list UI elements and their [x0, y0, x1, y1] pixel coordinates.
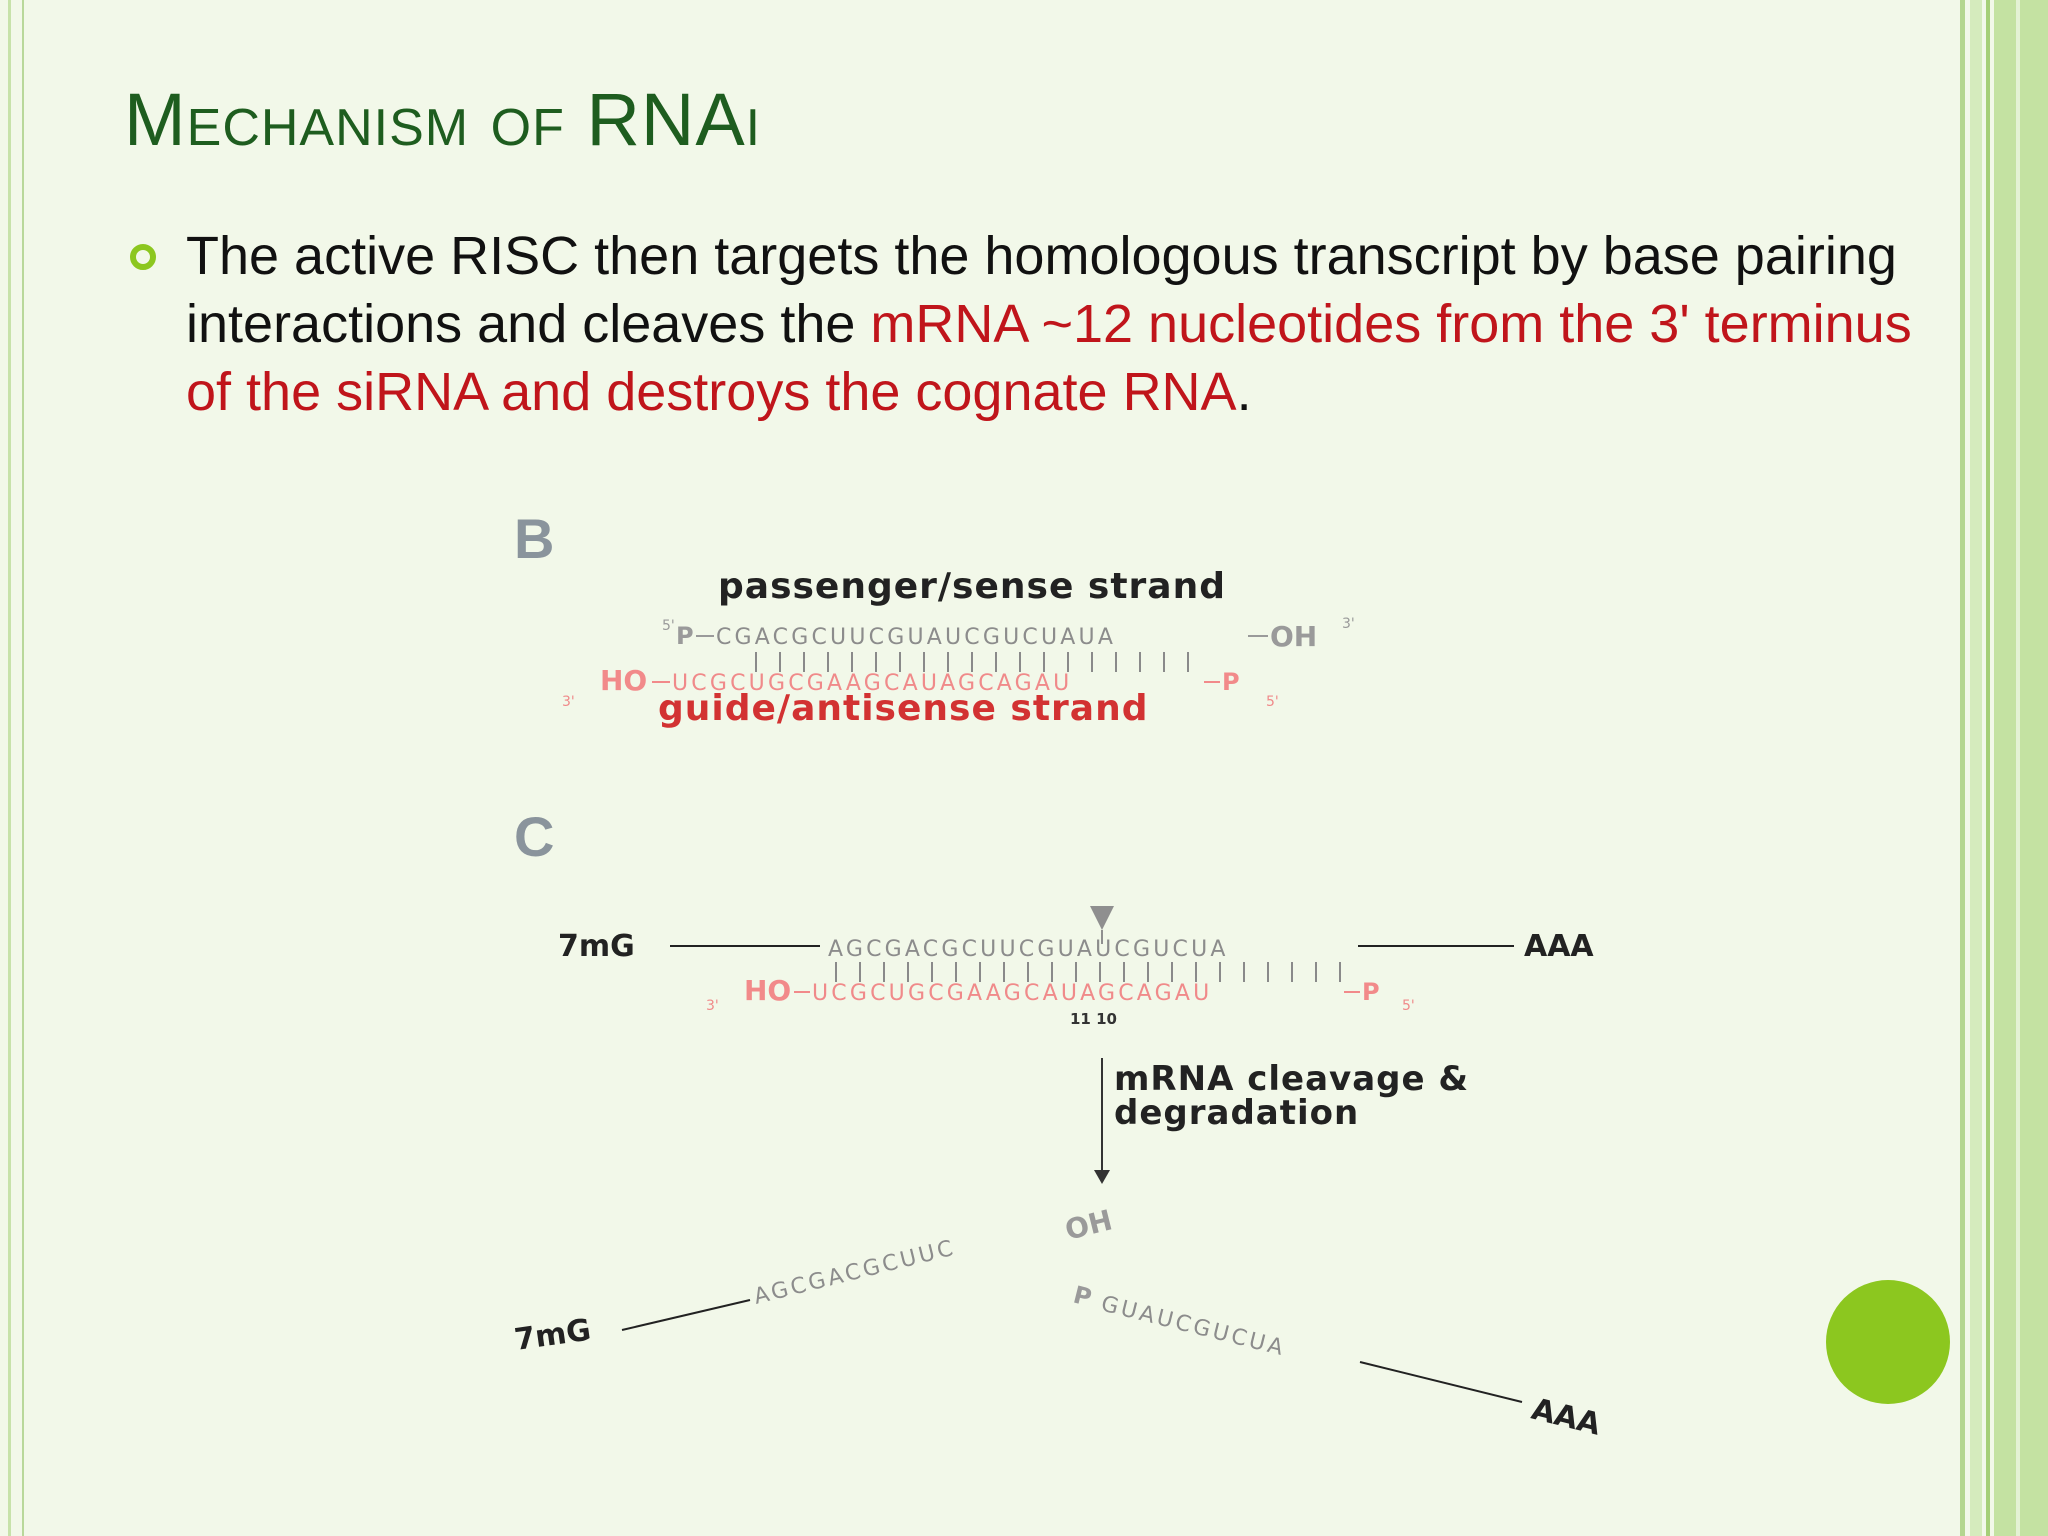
guide-5prime: 5': [1266, 694, 1279, 710]
guide-sequence: UCGCUGCGAAGCAUAGCAGAU: [672, 671, 1072, 696]
fragment1-hydroxyl: OH: [1062, 1203, 1116, 1246]
panel-b-label: B: [514, 510, 554, 570]
mrna-polya: AAA: [1524, 929, 1594, 964]
c-guide-sequence: UCGCUGCGAAGCAUAGCAGAU: [812, 981, 1212, 1006]
fragment2-phosphate: P: [1071, 1281, 1095, 1312]
passenger-3prime: 3': [1342, 616, 1355, 632]
left-border-decoration: [0, 0, 24, 1536]
c-guide-5prime: 5': [1402, 998, 1415, 1014]
rnai-mechanism-figure: B passenger/sense strand 5' P CGACGCUUCG…: [490, 510, 1690, 1490]
bullet-text-plain-1: The active RISC then targets the homolog…: [186, 226, 1897, 354]
panel-b-base-pair-ticks: [755, 652, 1189, 672]
bullet-text: The active RISC then targets the homolog…: [186, 222, 1916, 426]
cleavage-label-line1: mRNA cleavage &: [1114, 1059, 1469, 1099]
guide-hydroxyl: HO: [600, 664, 647, 697]
cleavage-arrow-head: [1094, 1170, 1110, 1184]
passenger-phosphate: P: [676, 622, 694, 650]
bullet-ring-icon: [130, 244, 156, 270]
fragment2-polya: AAA: [1528, 1392, 1605, 1443]
right-stripe-decoration: [1960, 0, 2048, 1536]
guide-strand-label: guide/antisense strand: [658, 688, 1148, 729]
accent-circle: [1826, 1280, 1950, 1404]
mrna-sequence: AGCGACGCUUCGUAUCGUCUA: [828, 937, 1229, 962]
passenger-sequence: CGACGCUUCGUAUCGUCUAUA: [716, 625, 1116, 650]
c-guide-hydroxyl: HO: [744, 974, 791, 1007]
fragment1-sequence: AGCGACGCUUC: [751, 1235, 958, 1309]
passenger-strand-label: passenger/sense strand: [718, 566, 1226, 607]
panel-c-base-pair-ticks: [835, 962, 1341, 982]
slide-title: Mechanism of RNAi: [124, 78, 762, 161]
cleavage-positions: 11 10: [1070, 1010, 1117, 1028]
mrna-cap: 7mG: [558, 929, 635, 964]
cleavage-label-line2: degradation: [1114, 1093, 1359, 1133]
passenger-5prime: 5': [662, 618, 675, 634]
c-guide-phosphate: P: [1362, 978, 1380, 1006]
panel-c-label: C: [514, 805, 554, 868]
fragment2-line: [1359, 1361, 1523, 1403]
fragment1-cap: 7mG: [512, 1313, 593, 1358]
fragment2-sequence: GUAUCGUCUA: [1099, 1292, 1289, 1362]
bullet-text-highlight: mRNA ~12 nucleotides from the 3' terminu…: [186, 294, 1912, 422]
passenger-hydroxyl: OH: [1270, 620, 1317, 653]
bullet-text-plain-2: .: [1236, 362, 1252, 422]
fragment1-line: [621, 1299, 751, 1331]
guide-phosphate: P: [1222, 668, 1240, 696]
c-guide-3prime: 3': [706, 998, 719, 1014]
guide-3prime: 3': [562, 694, 575, 710]
cleavage-site-marker: [1090, 906, 1114, 930]
